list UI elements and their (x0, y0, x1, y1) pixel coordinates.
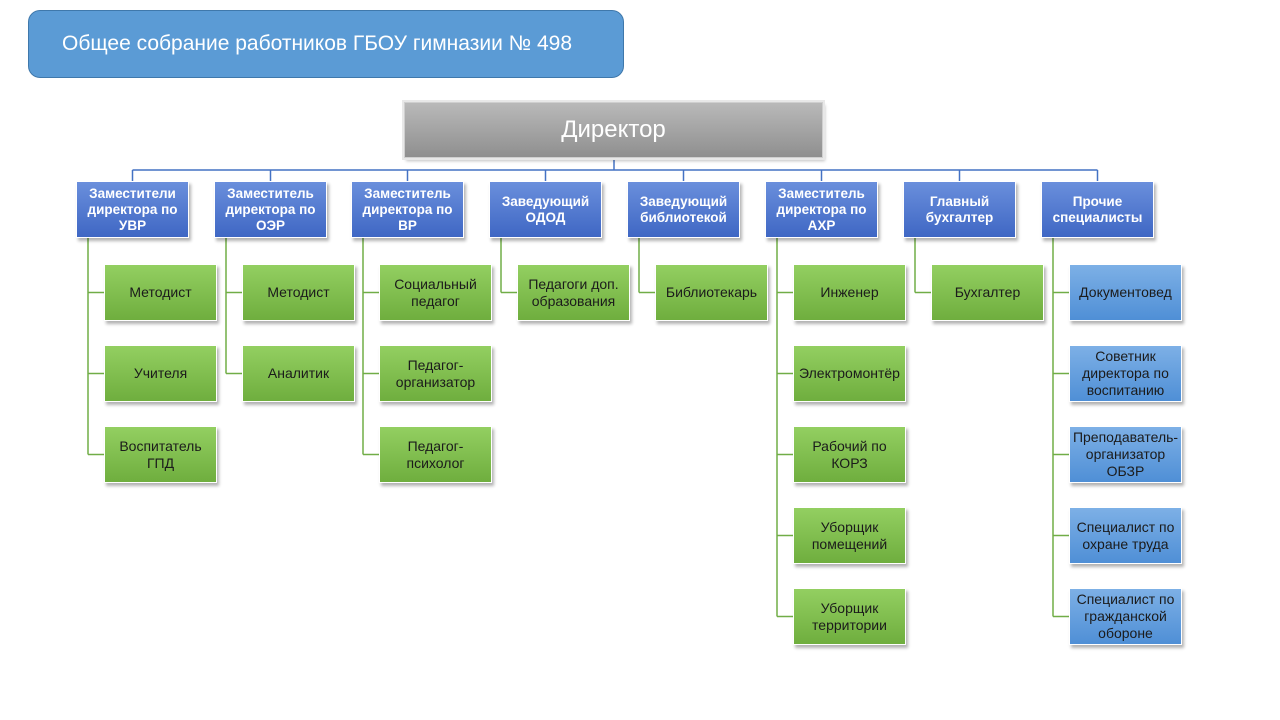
staff-box: Инженер (793, 264, 906, 321)
staff-label: Методист (129, 284, 192, 300)
staff-label: Уборщик помещений (811, 518, 888, 552)
dept-head-box: Заместители директора по УВР (76, 181, 189, 238)
dept-head-label: Заместитель директора по ВР (362, 185, 453, 233)
meeting-banner: Общее собрание работников ГБОУ гимназии … (28, 10, 624, 78)
staff-label: Преподаватель-организатор ОБЗР (1072, 429, 1179, 479)
staff-box: Учителя (104, 345, 217, 402)
dept-head-box: Заместитель директора по ВР (351, 181, 464, 238)
staff-box: Методист (242, 264, 355, 321)
staff-box: Электромонтёр (793, 345, 906, 402)
staff-label: Советник директора по воспитанию (1082, 348, 1169, 398)
staff-box: Специалист по гражданской обороне (1069, 588, 1182, 645)
dept-head-box: Заведующий библиотекой (627, 181, 740, 238)
dept-head-label: Заместители директора по УВР (87, 185, 178, 233)
staff-label: Педагоги доп. образования (528, 275, 619, 309)
staff-box: Воспитатель ГПД (104, 426, 217, 483)
staff-label: Электромонтёр (799, 365, 900, 381)
dept-head-box: Главный бухгалтер (903, 181, 1016, 238)
dept-head-label: Заведующий ОДОД (501, 193, 590, 225)
staff-label: Социальный педагог (394, 275, 477, 309)
dept-head-box: Прочие специалисты (1041, 181, 1154, 238)
staff-box: Преподаватель-организатор ОБЗР (1069, 426, 1182, 483)
staff-box: Бухгалтер (931, 264, 1044, 321)
dept-head-box: Заместитель директора по ОЭР (214, 181, 327, 238)
dept-head-label: Заместитель директора по ОЭР (225, 185, 316, 233)
staff-label: Инженер (820, 284, 879, 300)
staff-box: Педагог-организатор (379, 345, 492, 402)
staff-box: Советник директора по воспитанию (1069, 345, 1182, 402)
staff-label: Библиотекарь (665, 284, 758, 300)
banner-title: Общее собрание работников ГБОУ гимназии … (62, 32, 573, 55)
staff-box: Педагог-психолог (379, 426, 492, 483)
dept-head-label: Заведующий библиотекой (639, 193, 728, 225)
staff-label: Уборщик территории (812, 599, 887, 633)
staff-box: Аналитик (242, 345, 355, 402)
staff-label: Воспитатель ГПД (119, 437, 202, 471)
director-box: Директор (404, 102, 823, 158)
staff-box: Рабочий по КОРЗ (793, 426, 906, 483)
staff-label: Бухгалтер (954, 284, 1021, 300)
staff-label: Рабочий по КОРЗ (812, 437, 887, 471)
dept-head-label: Прочие специалисты (1052, 193, 1143, 225)
dept-head-label: Заместитель директора по АХР (776, 185, 867, 233)
staff-label: Специалист по охране труда (1076, 518, 1175, 552)
staff-label: Документовед (1079, 284, 1172, 300)
dept-head-box: Заведующий ОДОД (489, 181, 602, 238)
staff-label: Методист (267, 284, 330, 300)
director-label: Директор (561, 116, 666, 143)
staff-box: Уборщик территории (793, 588, 906, 645)
staff-label: Аналитик (267, 365, 330, 381)
staff-label: Педагог-психолог (406, 437, 465, 471)
staff-label: Педагог-организатор (395, 356, 476, 390)
staff-box: Специалист по охране труда (1069, 507, 1182, 564)
staff-label: Учителя (133, 365, 188, 381)
dept-head-label: Главный бухгалтер (925, 193, 994, 225)
dept-head-box: Заместитель директора по АХР (765, 181, 878, 238)
staff-box: Педагоги доп. образования (517, 264, 630, 321)
staff-box: Методист (104, 264, 217, 321)
staff-box: Социальный педагог (379, 264, 492, 321)
staff-box: Документовед (1069, 264, 1182, 321)
staff-box: Уборщик помещений (793, 507, 906, 564)
staff-box: Библиотекарь (655, 264, 768, 321)
staff-label: Специалист по гражданской обороне (1076, 591, 1175, 641)
